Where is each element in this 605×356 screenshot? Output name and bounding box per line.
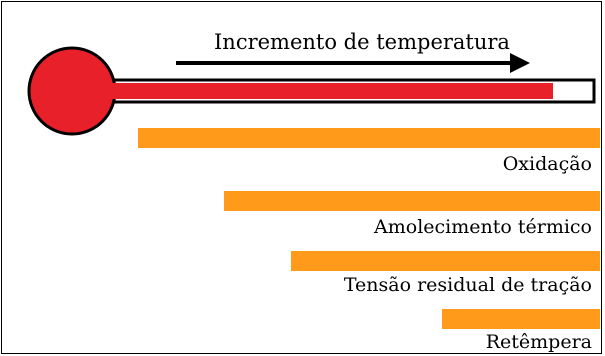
- effect-label-oxidation: Oxidação: [502, 153, 592, 175]
- effect-bar-thermal-softening: [224, 191, 600, 211]
- temperature-arrow-head: [510, 53, 530, 73]
- thermometer-neck: [110, 83, 118, 99]
- effect-bar-oxidation: [138, 128, 600, 148]
- effect-bar-retempering: [442, 309, 600, 329]
- effect-label-retempering: Retêmpera: [485, 331, 592, 353]
- arrow-label: Incremento de temperatura: [214, 30, 510, 54]
- effect-label-tensile-residual-stress: Tensão residual de tração: [343, 274, 592, 296]
- thermometer-mercury: [97, 83, 553, 99]
- effect-bar-tensile-residual-stress: [291, 251, 600, 271]
- thermometer-bulb: [27, 46, 117, 136]
- effect-label-thermal-softening: Amolecimento térmico: [374, 216, 592, 238]
